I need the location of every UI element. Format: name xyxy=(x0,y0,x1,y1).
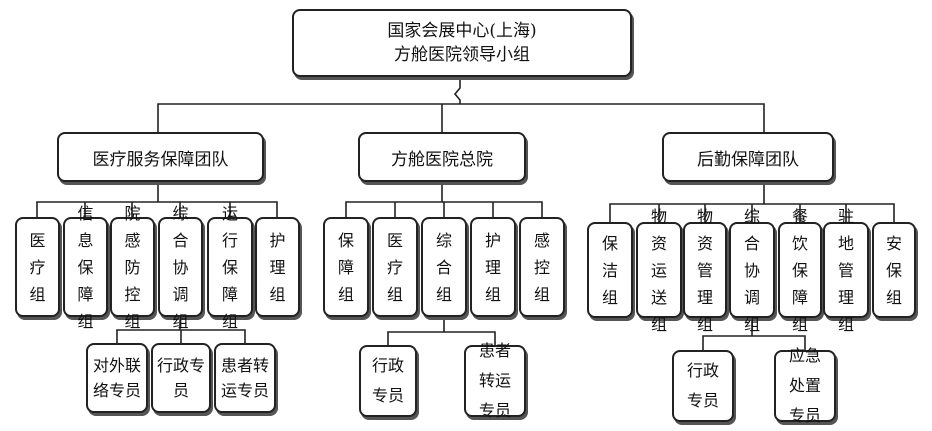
team-box-medical-service: 医疗服务保障团队 xyxy=(57,132,264,182)
group-box: 医疗组 xyxy=(372,217,418,317)
root-line-1: 国家会展中心(上海) xyxy=(387,21,537,41)
subgroup-box: 患者转运专员 xyxy=(464,341,526,420)
group-label: 综合组 xyxy=(435,230,452,304)
group-label: 安保组 xyxy=(885,233,902,307)
group-label: 驻地管理组 xyxy=(837,206,854,334)
subgroup-box: 对外联络专员 xyxy=(86,343,148,413)
group-box: 保洁组 xyxy=(587,222,633,318)
group-box: 综合协调组 xyxy=(729,207,775,334)
group-label: 综合协调组 xyxy=(172,203,189,331)
connector-line xyxy=(387,331,496,345)
group-box: 综合组 xyxy=(421,217,467,317)
group-box: 安保组 xyxy=(872,222,916,318)
team-box-logistics: 后勤保障团队 xyxy=(662,132,834,182)
group-box: 护理组 xyxy=(255,217,300,317)
subgroup-label: 对外联络专员 xyxy=(92,356,141,400)
group-label: 护理组 xyxy=(269,230,286,304)
root-line-2: 方舱医院领导小组 xyxy=(393,45,530,65)
group-label: 信息保障组 xyxy=(77,203,94,331)
group-label: 保障组 xyxy=(337,230,354,304)
subgroup-label: 患者转运专员 xyxy=(220,356,269,400)
group-box: 物资管理组 xyxy=(683,207,727,334)
group-label: 保洁组 xyxy=(601,233,618,307)
connector-line xyxy=(36,201,278,217)
group-box: 信息保障组 xyxy=(63,204,108,331)
team-label: 方舱医院总院 xyxy=(391,149,493,170)
group-label: 运行保障组 xyxy=(221,203,238,331)
group-box: 运行保障组 xyxy=(207,204,253,331)
group-box: 驻地管理组 xyxy=(823,207,869,334)
subgroup-label: 行政专员 xyxy=(686,361,719,410)
subgroup-label: 行政专员 xyxy=(156,356,205,400)
root-box: 国家会展中心(上海) 方舱医院领导小组 xyxy=(292,9,632,77)
subgroup-box: 应急处置专员 xyxy=(774,346,836,425)
group-label: 物资管理组 xyxy=(696,206,713,334)
group-label: 院感防控组 xyxy=(124,203,141,331)
group-label: 综合协调组 xyxy=(743,206,760,334)
group-box: 医疗组 xyxy=(15,217,60,317)
team-box-cabin-hospital: 方舱医院总院 xyxy=(358,132,526,182)
subgroup-label: 患者转运专员 xyxy=(478,341,511,420)
group-box: 物资运送组 xyxy=(636,207,682,334)
team-label: 医疗服务保障团队 xyxy=(92,149,229,170)
subgroup-label: 应急处置专员 xyxy=(788,346,821,425)
connector-line xyxy=(453,77,461,104)
group-label: 医疗组 xyxy=(386,230,403,304)
subgroup-box: 行政专员 xyxy=(151,343,211,413)
group-label: 医疗组 xyxy=(29,230,46,304)
group-label: 护理组 xyxy=(484,230,501,304)
group-label: 感控组 xyxy=(533,230,550,304)
group-label: 物资运送组 xyxy=(650,206,667,334)
group-box: 护理组 xyxy=(470,217,516,317)
group-box: 保障组 xyxy=(323,217,369,317)
group-box: 餐饮保障组 xyxy=(778,207,822,334)
team-label: 后勤保障团队 xyxy=(697,149,799,170)
group-label: 餐饮保障组 xyxy=(791,206,808,334)
group-box: 院感防控组 xyxy=(110,204,155,331)
subgroup-box: 行政专员 xyxy=(359,345,417,417)
connector-line xyxy=(157,103,765,132)
subgroup-label: 行政专员 xyxy=(371,356,404,405)
connector-line xyxy=(702,335,806,350)
group-box: 综合协调组 xyxy=(158,204,203,331)
group-box: 感控组 xyxy=(519,217,565,317)
subgroup-box: 行政专员 xyxy=(672,350,734,422)
subgroup-box: 患者转运专员 xyxy=(214,343,276,413)
